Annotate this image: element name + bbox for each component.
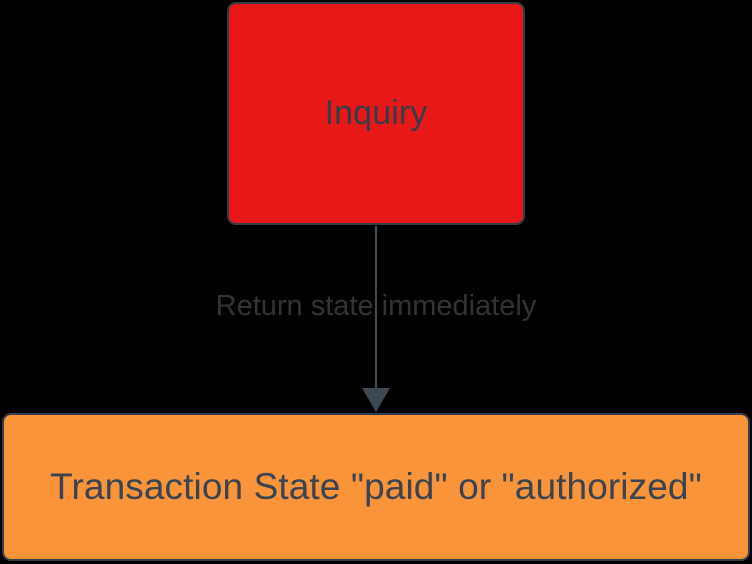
edge-label-inquiry-to-transaction-state: Return state immediately	[0, 288, 752, 324]
node-inquiry-label: Inquiry	[324, 93, 428, 132]
node-transaction-state-label: Transaction State "paid" or "authorized"	[50, 465, 702, 507]
node-inquiry[interactable]: Inquiry	[227, 2, 525, 225]
node-transaction-state[interactable]: Transaction State "paid" or "authorized"	[2, 413, 750, 561]
edge-arrowhead-icon	[362, 388, 390, 412]
edge-label-text: Return state immediately	[215, 290, 537, 322]
